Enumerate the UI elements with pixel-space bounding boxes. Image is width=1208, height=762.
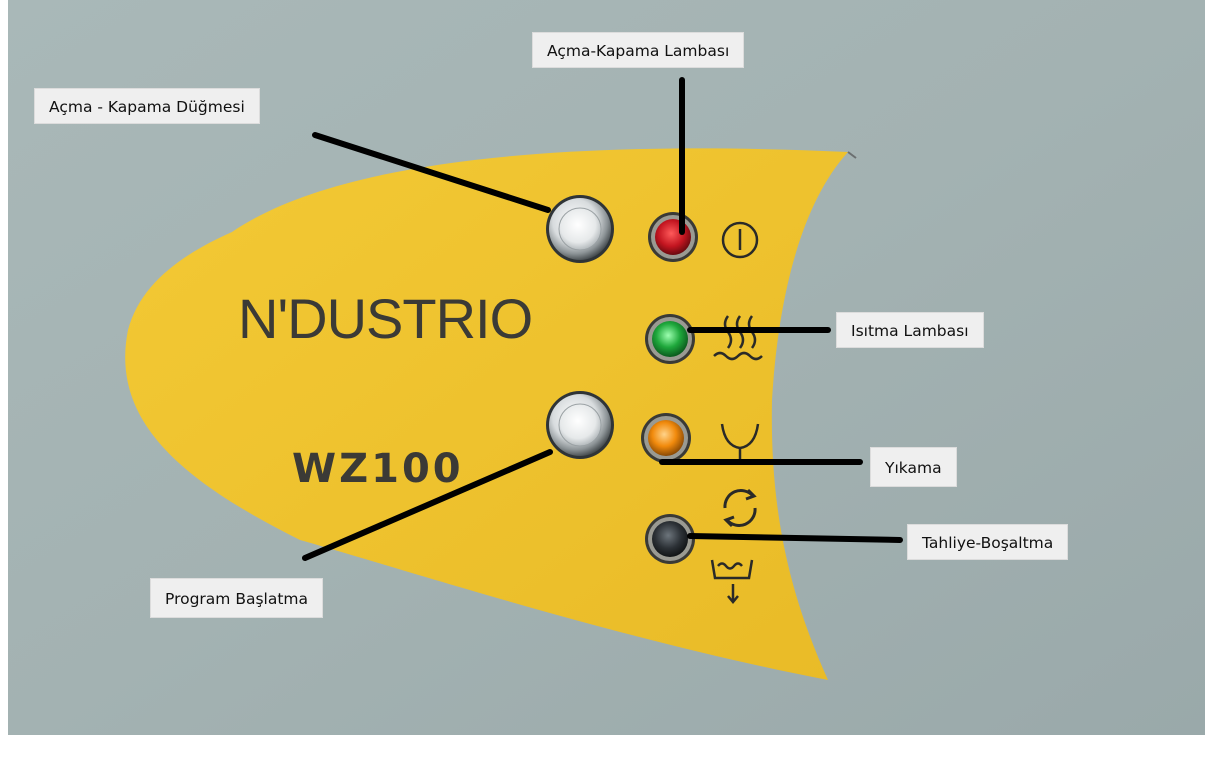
leader-drain xyxy=(687,533,903,543)
leader-power-button xyxy=(312,132,551,213)
callout-program-start: Program Başlatma xyxy=(150,578,324,618)
model-label: WZ100 xyxy=(292,446,464,492)
power-lamp xyxy=(648,212,698,262)
callout-drain: Tahliye-Boşaltma xyxy=(907,524,1069,560)
power-symbol-icon xyxy=(721,221,759,259)
panel-edge xyxy=(847,151,857,159)
wash-nozzle-icon xyxy=(720,423,760,460)
callout-wash: Yıkama xyxy=(870,447,957,487)
drain-lamp xyxy=(645,514,695,564)
power-push-button[interactable] xyxy=(546,195,614,263)
wash-lamp xyxy=(641,413,691,463)
cycle-arrows-icon xyxy=(723,488,757,528)
callout-heat-lamp: Isıtma Lambası xyxy=(836,312,984,348)
brand-logo: N'DUSTRIO xyxy=(238,287,532,350)
drain-basin-icon xyxy=(710,559,754,604)
leader-program-start xyxy=(302,449,553,561)
program-start-push-button[interactable] xyxy=(546,391,614,459)
leader-lines xyxy=(302,77,903,561)
callout-power-lamp: Açma-Kapama Lambası xyxy=(532,32,745,68)
callout-power-button: Açma - Kapama Düğmesi xyxy=(34,88,260,124)
heating-lamp xyxy=(645,314,695,364)
